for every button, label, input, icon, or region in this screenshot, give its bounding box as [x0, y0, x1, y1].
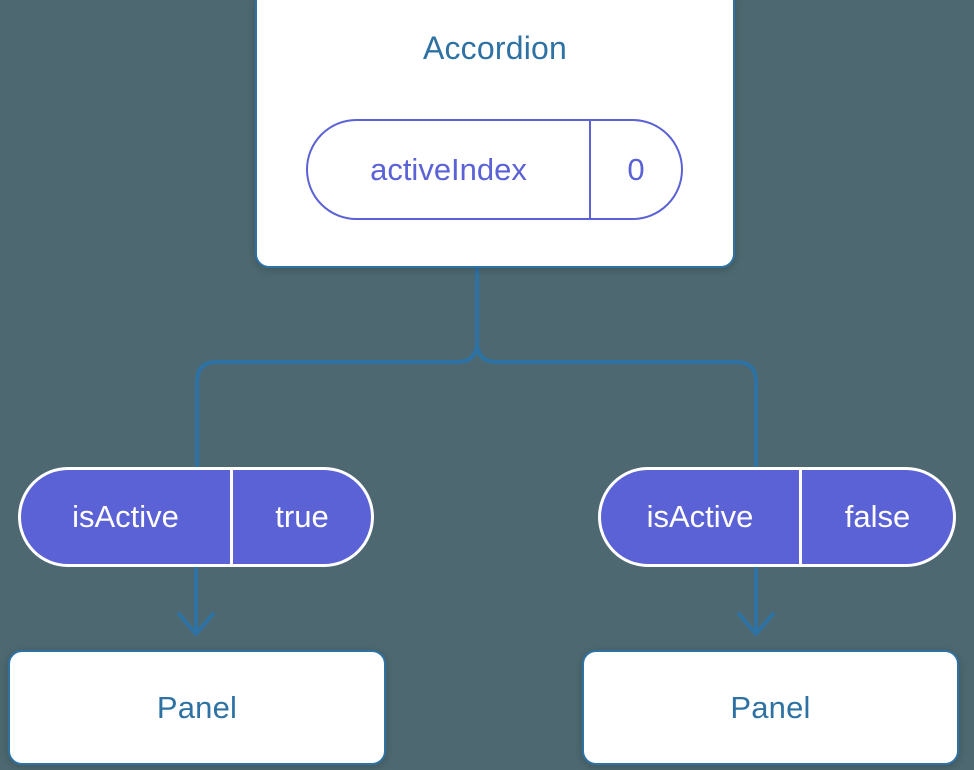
accordion-card-title: Accordion — [422, 30, 568, 66]
state-pill-value: 0 — [627, 151, 645, 187]
prop-pill-value-left: true — [275, 499, 329, 534]
panel-component-card-left[interactable]: Panel — [8, 650, 386, 765]
connector-to-left-pill — [195, 266, 479, 470]
prop-pill-value-right: false — [844, 499, 911, 534]
panel-component-card-right[interactable]: Panel — [582, 650, 959, 765]
panel-card-title-left: Panel — [156, 690, 238, 725]
connector-to-right-pill — [475, 266, 758, 470]
state-pill-active-index[interactable]: activeIndex 0 — [306, 119, 683, 220]
arrow-head-left — [177, 612, 215, 636]
prop-pill-key-left: isActive — [21, 470, 233, 564]
state-pill-key: activeIndex — [308, 121, 591, 218]
prop-pill-is-active-false[interactable]: isActive false — [598, 467, 956, 567]
prop-pill-is-active-true[interactable]: isActive true — [18, 467, 374, 567]
prop-pill-key-right: isActive — [601, 470, 802, 564]
arrow-head-right — [737, 612, 775, 636]
panel-card-title-right: Panel — [730, 690, 811, 725]
